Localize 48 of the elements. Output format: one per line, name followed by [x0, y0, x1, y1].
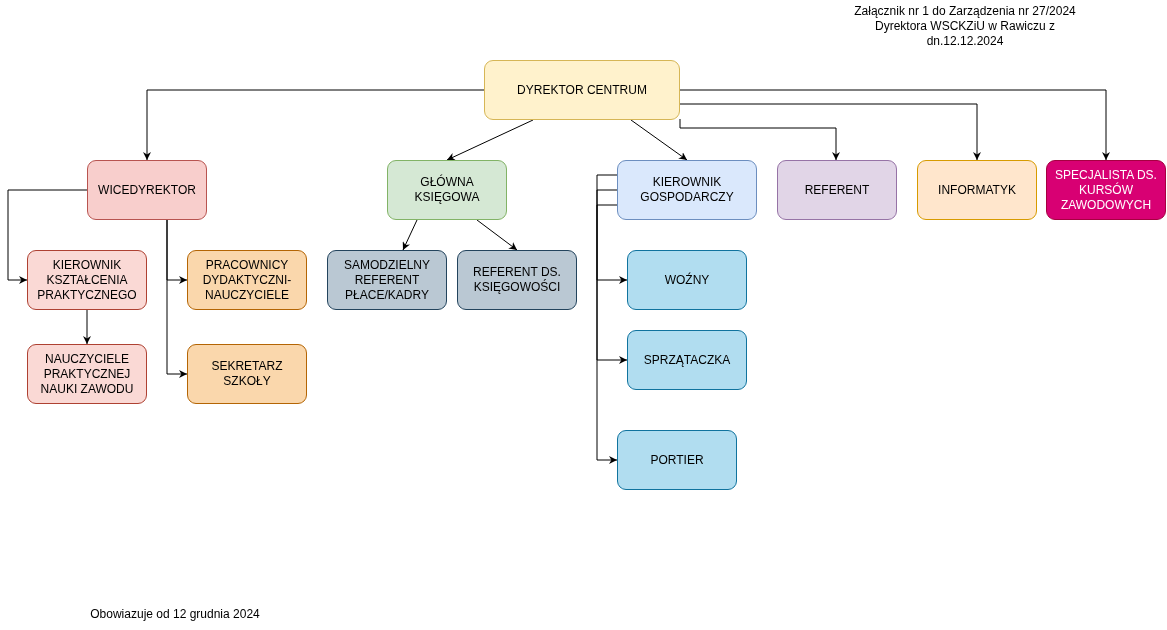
- connector-arrow: [446, 119, 534, 161]
- connector-arrow: [596, 189, 628, 364]
- position-title: DYREKTOR CENTRUM: [517, 82, 647, 98]
- position-title: SAMODZIELNY REFERENT PŁACE/KADRY: [343, 257, 431, 303]
- connector-arrow: [402, 219, 418, 251]
- position-title: SPECJALISTA DS. KURSÓW ZAWODOWYCH: [1054, 167, 1158, 213]
- position-box: [27, 250, 147, 310]
- position-box: [387, 160, 507, 220]
- position-title: INFORMATYK: [938, 182, 1016, 198]
- position-title: NAUCZYCIELE PRAKTYCZNEJ NAUKI ZAWODU: [39, 351, 135, 397]
- position-title: SPRZĄTACZKA: [643, 352, 731, 368]
- connector-arrow: [166, 219, 188, 378]
- position-box: [484, 60, 680, 120]
- position-title: KIEROWNIK GOSPODARCZY: [639, 175, 735, 205]
- position-box: [27, 344, 147, 404]
- position-box: [457, 250, 577, 310]
- position-title: PORTIER: [650, 452, 704, 468]
- connector-arrow: [679, 103, 981, 161]
- connector-arrow: [596, 174, 628, 284]
- position-box: [187, 344, 307, 404]
- position-title: SEKRETARZ SZKOŁY: [210, 359, 284, 389]
- footer-note: Obowiazuje od 12 grudnia 2024: [89, 607, 261, 622]
- position-box: [627, 250, 747, 310]
- position-box: [327, 250, 447, 310]
- connector-arrow: [7, 189, 88, 284]
- connector-arrow: [143, 89, 485, 161]
- position-title: PRACOWNICY DYDAKTYCZNI-NAUCZYCIELE: [201, 257, 293, 303]
- connector-arrow: [83, 309, 91, 345]
- position-box: [627, 330, 747, 390]
- position-box: [87, 160, 207, 220]
- position-box: [617, 430, 737, 490]
- position-box: [187, 250, 307, 310]
- position-box: [617, 160, 757, 220]
- document-note: Załącznik nr 1 do Zarządzenia nr 27/2024 Dyrektora WSCKZiU w Rawiczu z dn.12.12.2024: [853, 4, 1077, 49]
- connector-arrow: [476, 219, 518, 251]
- position-box: [1046, 160, 1166, 220]
- position-box: [917, 160, 1037, 220]
- position-title: GŁÓWNA KSIĘGOWA: [413, 175, 481, 205]
- connector-arrow: [596, 204, 618, 464]
- connector-arrow: [630, 119, 688, 161]
- connector-arrow: [679, 89, 1110, 161]
- position-box: [777, 160, 897, 220]
- connector-arrow: [679, 118, 840, 161]
- position-title: KIEROWNIK KSZTAŁCENIA PRAKTYCZNEGO: [36, 257, 138, 303]
- position-title: REFERENT DS. KSIĘGOWOŚCI: [472, 265, 562, 295]
- position-title: REFERENT: [804, 182, 870, 198]
- position-title: WOŹNY: [664, 272, 710, 288]
- position-title: WICEDYREKTOR: [98, 182, 196, 198]
